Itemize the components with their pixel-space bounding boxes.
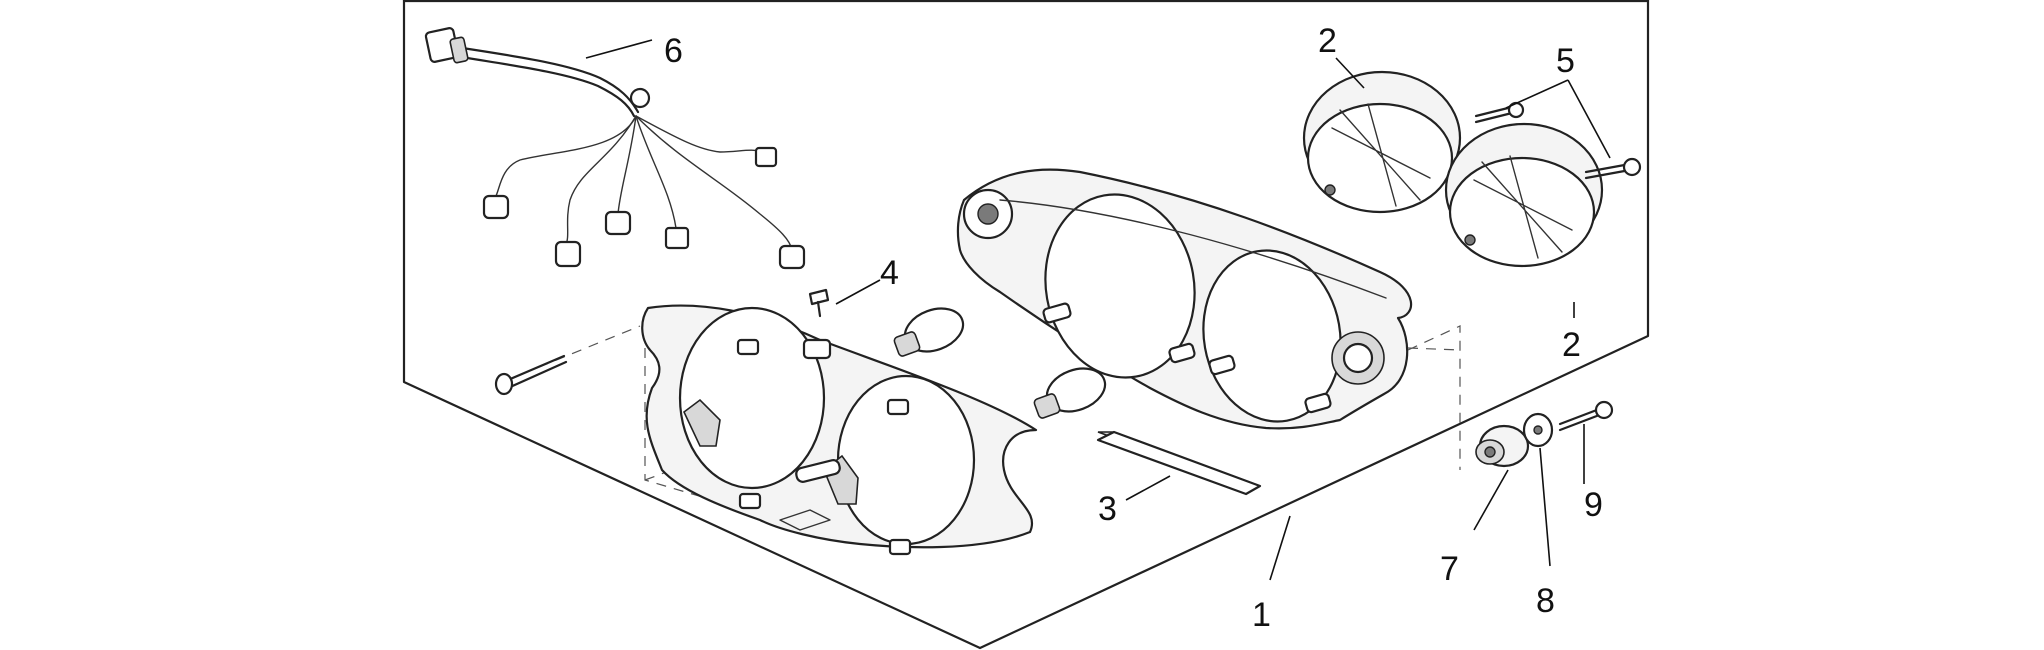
flat-washer [1522, 412, 1554, 448]
callout-5: 5 [1556, 42, 1575, 80]
mounting-screw-left [494, 354, 568, 396]
front-bezel [956, 168, 1413, 430]
gauge-reflector-cup [1302, 70, 1462, 214]
wiring-harness [424, 27, 806, 270]
rubber-grommet [1475, 424, 1530, 468]
callout-6: 6 [664, 32, 683, 70]
callout-4: 4 [880, 254, 899, 292]
callout-2-bottom: 2 [1562, 326, 1581, 364]
cup-screw [1584, 157, 1642, 180]
callout-leaders [585, 39, 1611, 581]
gauge-reflector-cup [1444, 122, 1604, 268]
indicator-bulb [1033, 367, 1107, 419]
plastic-fastener [808, 288, 830, 318]
indicator-bulb [893, 307, 965, 357]
rear-instrument-housing [641, 304, 1038, 556]
base-plate-outline [402, 0, 1650, 650]
callout-8: 8 [1536, 582, 1555, 620]
cup-screw [1474, 101, 1525, 124]
mounting-bolt [1558, 400, 1614, 432]
label-strip [1096, 430, 1262, 496]
callout-labels: 6 2 5 4 2 3 9 7 8 1 [664, 22, 1603, 634]
callout-2-top: 2 [1318, 22, 1337, 60]
callout-9: 9 [1584, 486, 1603, 524]
callout-3: 3 [1098, 490, 1117, 528]
callout-1: 1 [1252, 596, 1271, 634]
callout-7: 7 [1440, 550, 1459, 588]
harness-connector [482, 146, 806, 270]
